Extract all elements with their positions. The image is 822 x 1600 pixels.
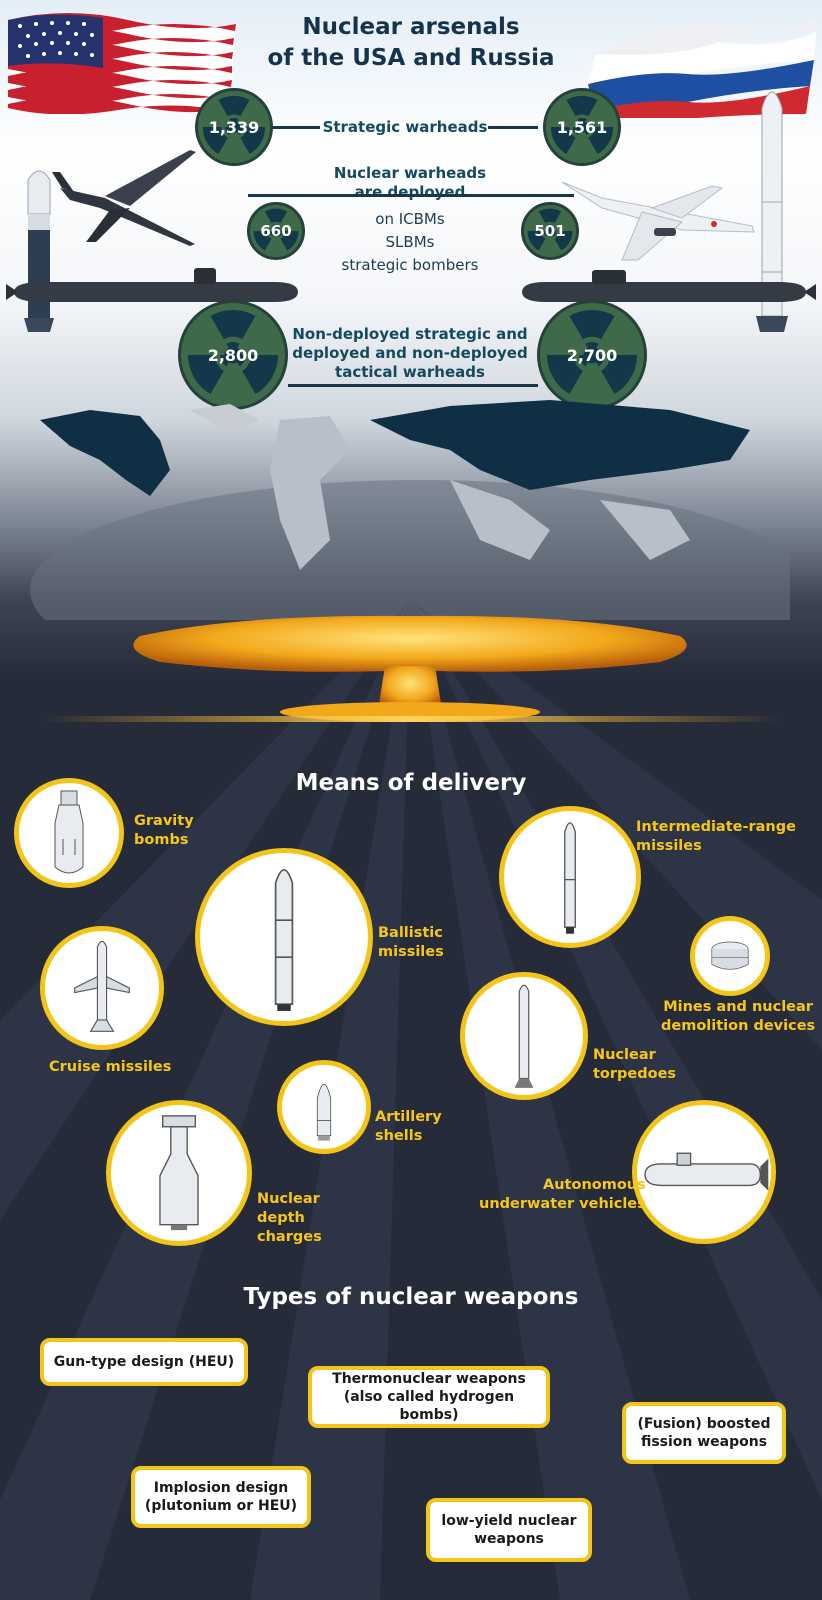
torpedo-circle [460,972,588,1100]
russia-deployed-count: 501 [534,222,566,240]
implosion-design-text-line-2: (plutonium or HEU) [144,1498,298,1514]
depth-charge-circle [106,1100,252,1246]
thermonuclear-weapons-text-line-2: (also called hydrogen bombs) [343,1389,515,1423]
connector-line [272,126,320,129]
artillery-shell-circle [277,1060,371,1154]
depth-charges-label-line-2: depth [257,1210,305,1226]
usa-strategic-count: 1,339 [208,117,260,137]
world-map-globe [30,400,790,620]
ballistic-missile-circle [195,848,373,1026]
russia-non-deployed-count: 2,700 [566,345,618,365]
list-item: SLBMs [385,233,435,251]
depth-charges-label: Nuclear depth charges [257,1190,322,1247]
underwater-vehicles-label-line-1: Autonomous [543,1177,646,1193]
deployed-heading-line-2: are deployed [354,183,466,201]
ballistic-missiles-label-line-1: Ballistic [378,925,443,941]
title-line-1: Nuclear arsenals [302,14,520,40]
usa-non-deployed-count: 2,800 [207,345,259,365]
russia-submarine-icon [522,270,816,302]
russia-strategic-radiation-badge: 1,561 [543,88,621,166]
usa-deployed-radiation-badge: 660 [247,202,305,260]
bomber-plane-icon [52,150,196,246]
deployed-items-list: on ICBMs SLBMs strategic bombers [310,208,510,277]
thermonuclear-weapons-text-line-1: Thermonuclear weapons [332,1371,526,1387]
implosion-design-box: Implosion design (plutonium or HEU) [131,1466,311,1528]
boosted-fission-weapons-text-line-1: (Fusion) boosted [637,1416,771,1432]
non-deployed-label-line-3: tactical warheads [335,363,485,381]
mines-label-line-2: demolition devices [661,1018,816,1034]
depth-charges-label-line-1: Nuclear [257,1191,320,1207]
means-of-delivery-heading: Means of delivery [295,770,527,796]
deployed-divider-line [248,194,574,197]
non-deployed-divider-line [288,384,538,387]
artillery-shells-label-line-1: Artillery [375,1109,442,1125]
page-title: Nuclear arsenals of the USA and Russia [0,12,822,74]
mine-icon [711,941,749,970]
nuclear-torpedoes-label-line-2: torpedoes [593,1066,677,1082]
title-line-2: of the USA and Russia [267,45,555,71]
ballistic-missile-icon [274,868,294,1011]
low-yield-nuclear-weapons-box: low-yield nuclear weapons [426,1498,592,1562]
nuclear-torpedoes-label-line-1: Nuclear [593,1047,656,1063]
nuclear-torpedoes-label: Nuclear torpedoes [593,1046,676,1084]
underwater-vehicles-label-line-2: underwater vehicles [479,1196,646,1212]
artillery-shells-label: Artillery shells [375,1108,442,1146]
ballistic-missiles-label-line-2: missiles [378,944,444,960]
intermediate-range-missile-circle [499,806,641,948]
torpedo-icon [514,984,534,1088]
mines-label-line-1: Mines and nuclear [663,999,813,1015]
underwater-vehicle-circle [632,1100,776,1244]
list-item: strategic bombers [341,256,479,274]
depth-charges-label-line-3: charges [257,1229,322,1245]
strategic-warheads-label: Strategic warheads [322,118,488,136]
non-deployed-label-line-2: deployed and non-deployed [292,344,528,362]
non-deployed-label: Non-deployed strategic and deployed and … [290,325,530,382]
mine-circle [690,916,770,996]
mines-label: Mines and nuclear demolition devices [661,998,815,1036]
depth-charge-icon [159,1115,199,1231]
implosion-design-text-line-1: Implosion design [153,1480,289,1496]
russia-strategic-count: 1,561 [556,117,608,137]
boosted-fission-weapons-text-line-2: fission weapons [640,1434,768,1450]
ballistic-missiles-label: Ballistic missiles [378,924,444,962]
gun-type-design-box: Gun-type design (HEU) [40,1338,248,1386]
cruise-missile-icon [74,940,130,1032]
russia-flag-icon [588,18,816,118]
underwater-vehicle-icon [644,1152,769,1191]
types-of-nuclear-weapons-heading: Types of nuclear weapons [243,1284,579,1310]
nuclear-explosion-illustration [40,615,782,722]
thermonuclear-weapons-box: Thermonuclear weapons (also called hydro… [308,1366,550,1428]
gravity-bombs-label-line-2: bombs [134,832,189,848]
intermediate-range-missile-icon [564,822,576,934]
artillery-shell-icon [316,1083,332,1141]
intermediate-range-missiles-label-line-2: missiles [636,838,702,854]
artillery-shells-label-line-2: shells [375,1128,423,1144]
cruise-missiles-label: Cruise missiles [49,1059,172,1075]
gravity-bombs-label: Gravity bombs [134,812,194,850]
usa-deployed-count: 660 [260,222,292,240]
intermediate-range-missiles-label-line-1: Intermediate-range [636,819,796,835]
low-yield-nuclear-weapons-text-line-1: low-yield nuclear [441,1513,577,1529]
list-item: on ICBMs [375,210,445,228]
deployed-heading-line-1: Nuclear warheads [333,164,487,182]
russia-deployed-radiation-badge: 501 [521,202,579,260]
usa-flag-icon [8,13,236,114]
boosted-fission-weapons-box: (Fusion) boosted fission weapons [622,1402,786,1464]
russia-icbm-icon [756,91,788,332]
gravity-bombs-label-line-1: Gravity [134,813,194,829]
gun-type-design-text: Gun-type design (HEU) [53,1354,235,1370]
usa-submarine-icon [6,268,298,302]
underwater-vehicles-label: Autonomous underwater vehicles [479,1176,646,1214]
russia-bomber-plane-icon [562,181,755,261]
cruise-missile-circle [40,926,164,1050]
low-yield-nuclear-weapons-text-line-2: weapons [474,1531,544,1547]
gravity-bomb-circle [14,778,124,888]
connector-line [488,126,538,129]
intermediate-range-missiles-label: Intermediate-range missiles [636,818,796,856]
non-deployed-label-line-1: Non-deployed strategic and [292,325,528,343]
gravity-bomb-icon [54,790,84,874]
usa-strategic-radiation-badge: 1,339 [195,88,273,166]
